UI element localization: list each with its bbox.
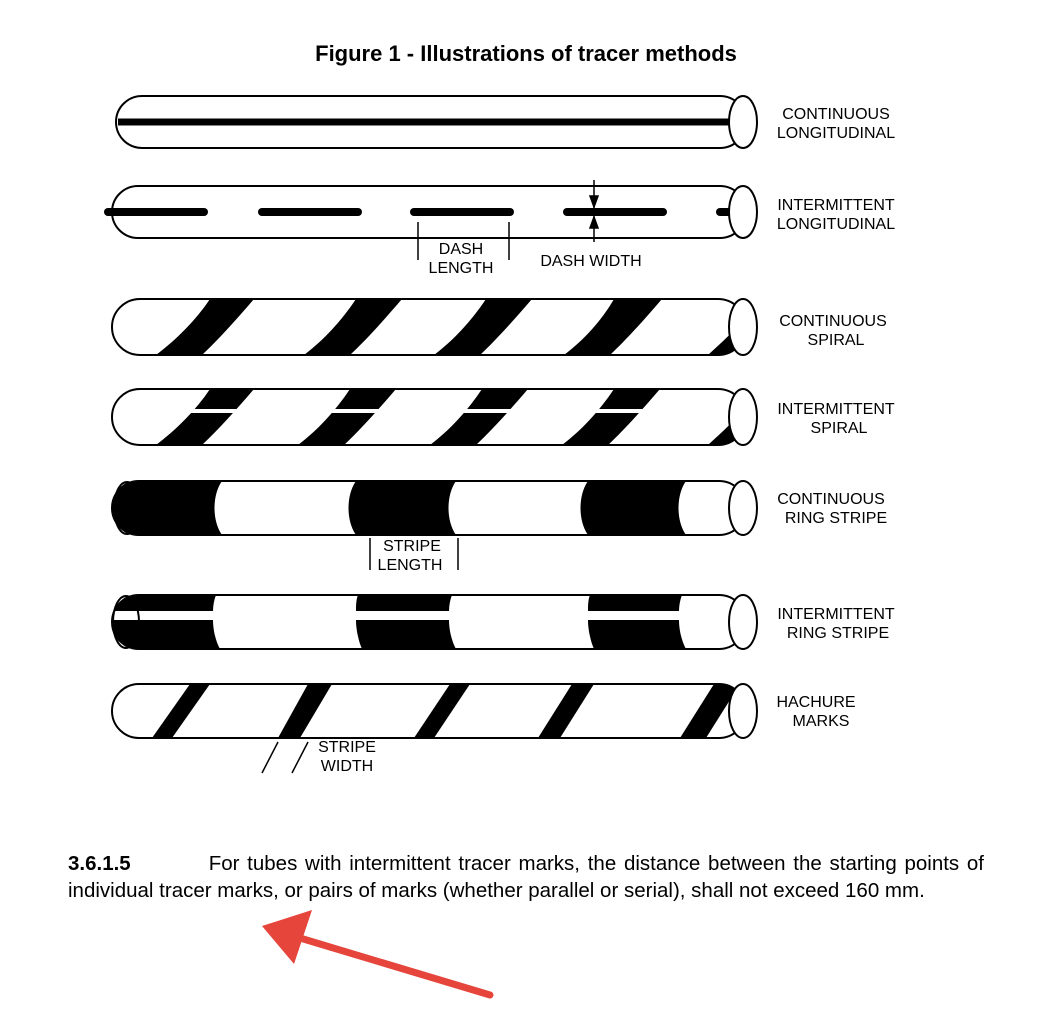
stripe-length-label-2: LENGTH — [378, 557, 443, 574]
stripe-width-dimension — [261, 741, 309, 774]
label-continuous-ring-stripe-1: CONTINUOUS — [777, 491, 885, 508]
tube-continuous-longitudinal — [115, 95, 758, 149]
label-intermittent-ring-stripe-1: INTERMITTENT — [777, 606, 895, 623]
stripe-length-label-1: STRIPE — [383, 538, 441, 555]
label-intermittent-spiral-2: SPIRAL — [811, 420, 868, 437]
label-intermittent-spiral-1: INTERMITTENT — [777, 401, 895, 418]
label-hachure-marks-2: MARKS — [793, 713, 850, 730]
label-continuous-ring-stripe-2: RING STRIPE — [785, 510, 887, 527]
tube-continuous-spiral — [111, 298, 758, 356]
label-intermittent-longitudinal-2: LONGITUDINAL — [777, 216, 895, 233]
dash-length-label-2: LENGTH — [429, 260, 494, 277]
tube-continuous-ring-stripe — [111, 480, 758, 536]
label-intermittent-ring-stripe-2: RING STRIPE — [787, 625, 889, 642]
figure-title: Figure 1 - Illustrations of tracer metho… — [315, 41, 737, 66]
dash-width-label: DASH WIDTH — [540, 253, 641, 270]
tube-intermittent-spiral — [111, 388, 758, 446]
label-hachure-marks-1: HACHURE — [776, 694, 855, 711]
tube-hachure-marks — [111, 683, 758, 739]
tube-intermittent-ring-stripe — [111, 594, 758, 650]
label-continuous-longitudinal-2: LONGITUDINAL — [777, 125, 895, 142]
dash-length-dimension — [417, 222, 510, 260]
label-continuous-longitudinal-1: CONTINUOUS — [782, 106, 890, 123]
stripe-width-label-2: WIDTH — [321, 758, 373, 775]
label-continuous-spiral-1: CONTINUOUS — [779, 313, 887, 330]
dash-width-dimension — [588, 180, 600, 242]
stripe-width-label-1: STRIPE — [318, 739, 376, 756]
stripe-length-dimension — [369, 538, 459, 570]
label-intermittent-longitudinal-1: INTERMITTENT — [777, 197, 895, 214]
tube-intermittent-longitudinal — [104, 185, 758, 239]
label-continuous-spiral-2: SPIRAL — [808, 332, 865, 349]
paragraph-text: For tubes with intermittent tracer marks… — [68, 852, 984, 902]
annotation-arrow — [262, 910, 494, 999]
paragraph-number: 3.6.1.5 — [68, 852, 131, 875]
dash-length-label-1: DASH — [439, 241, 483, 258]
